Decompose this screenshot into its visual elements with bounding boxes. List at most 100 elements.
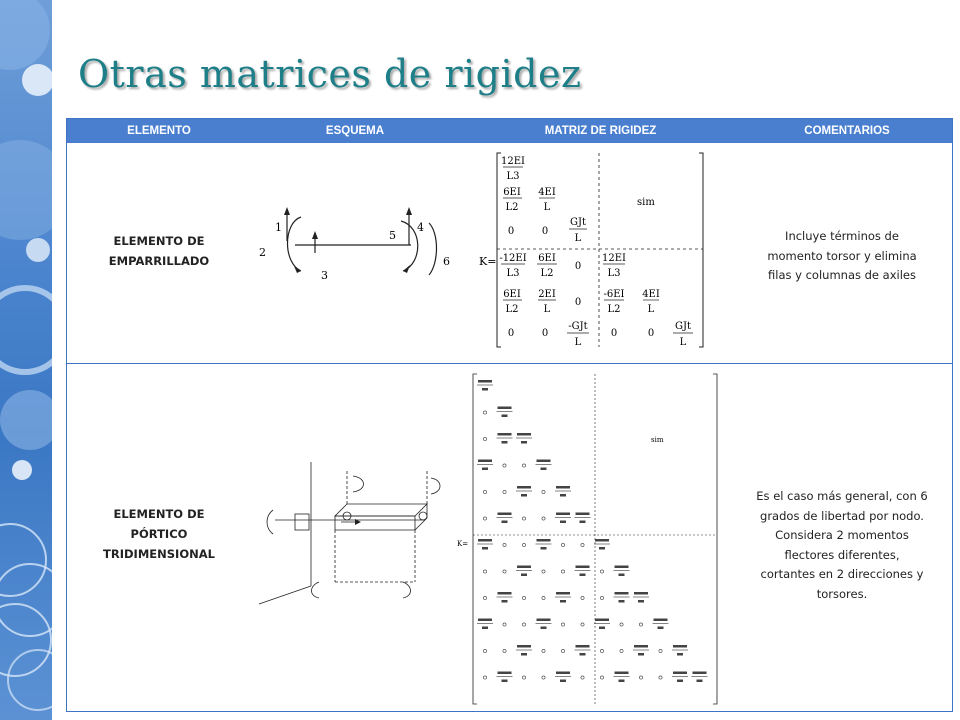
matrix-numerator-mark	[497, 433, 512, 436]
matrix-zero-mark	[483, 675, 487, 680]
matrix-denominator-mark	[638, 600, 644, 603]
matrix-sym: sim	[637, 197, 655, 208]
matrix-numerator-mark	[517, 565, 531, 568]
matrix-cell: L	[680, 337, 687, 348]
matrix-zero-mark	[580, 675, 585, 680]
matrix-cell: 2EI	[538, 289, 556, 300]
matrix-denominator-mark	[501, 414, 508, 417]
matrix-denominator-mark	[482, 467, 488, 470]
matrix-denominator-mark	[482, 547, 488, 550]
matrix-numerator-mark	[595, 618, 609, 621]
matrix-denominator-mark	[521, 653, 527, 656]
matrix-cell: 6EI	[503, 289, 521, 300]
element-name-line: PÓRTICO	[130, 527, 188, 541]
matrix-numerator-mark	[478, 618, 492, 621]
space-frame-scheme	[258, 462, 441, 605]
matrix-numerator-mark	[575, 645, 590, 648]
comment-line: grados de libertad por nodo.	[760, 508, 924, 523]
matrix-numerator-mark	[536, 459, 551, 462]
matrix-denominator-mark	[657, 626, 664, 629]
element-name: ELEMENTO DE EMPARRILLADO	[67, 231, 251, 271]
matrix-numerator-mark	[517, 645, 531, 648]
matrix-zero-mark	[522, 516, 526, 521]
matrix-zero-mark	[639, 675, 643, 680]
matrix-zero-mark	[502, 622, 507, 627]
matrix-numerator-mark	[614, 565, 629, 568]
matrix-zero-mark	[502, 569, 507, 574]
matrix-cell: L3	[506, 268, 519, 279]
matrix-zero-mark	[541, 596, 546, 600]
matrix-numerator-mark	[478, 539, 492, 542]
matrix-denominator-mark	[482, 626, 488, 629]
matrix-zero-mark	[658, 675, 663, 680]
matrix-zero-mark	[600, 569, 604, 574]
matrix-denominator-mark	[579, 573, 586, 576]
matrix-numerator-mark	[614, 671, 629, 674]
matrix-zero-mark	[502, 490, 507, 494]
matrix-zero-mark	[522, 543, 526, 547]
comment-line: Incluye términos de	[785, 229, 899, 243]
matrix-denominator-mark	[677, 679, 683, 682]
comment-line: Es el caso más general, con 6	[756, 489, 928, 503]
matrix-zero-mark	[541, 675, 546, 680]
matrix-denominator-mark	[540, 626, 547, 629]
matrix-numerator-mark	[497, 671, 512, 674]
matrix-cell: L3	[607, 268, 620, 279]
matrix-numerator-mark	[497, 406, 512, 409]
matrix-cell: 0	[575, 261, 581, 272]
matrix-numerator-mark	[575, 565, 590, 568]
matrix-cell: 12EI	[602, 253, 626, 264]
matrix-numerator-mark	[556, 512, 570, 515]
matrix-zero-mark	[580, 622, 585, 627]
matrix-zero-mark	[561, 622, 565, 627]
matrix-numerator-mark	[556, 671, 570, 674]
element-name-line: TRIDIMENSIONAL	[103, 547, 215, 561]
matrix-numerator-mark	[595, 539, 609, 542]
matrix-cell: L	[544, 304, 551, 315]
matrix-numerator-mark	[614, 592, 629, 595]
comment-line: momento torsor y elimina	[767, 248, 917, 263]
header-comments: COMENTARIOS	[804, 125, 890, 137]
matrix-zero-mark	[522, 463, 526, 468]
matrix-zero-mark	[483, 516, 487, 521]
matrix-cell: L3	[506, 171, 519, 182]
matrix-denominator-mark	[579, 653, 586, 656]
matrix-cell: 0	[542, 328, 548, 339]
comment-line: torsores.	[816, 586, 868, 601]
matrix-numerator-mark	[634, 645, 648, 648]
matrix-denominator-mark	[501, 441, 508, 444]
matrix-cell: L	[575, 233, 582, 244]
matrix-zero-mark	[522, 596, 526, 600]
comment-line: Considera 2 momentos	[775, 528, 909, 542]
matrix-denominator-mark	[560, 679, 566, 682]
matrix-cell: L2	[505, 304, 518, 315]
matrix-cell: GJt	[675, 321, 691, 332]
matrix-denominator-mark	[618, 600, 625, 603]
comment-text: Incluye términos de momento torsor y eli…	[742, 227, 942, 286]
element-name-line: EMPARRILLADO	[108, 254, 210, 268]
scheme-label: 6	[443, 255, 450, 268]
grid-element-scheme: 1 2 3 4 5 6	[259, 207, 450, 282]
matrix-denominator-mark	[560, 520, 566, 523]
matrix-cell: 4EI	[538, 187, 556, 198]
matrix-cell: GJt	[570, 217, 586, 228]
matrix-zero-mark	[580, 543, 585, 547]
comment-line: filas y columnas de axiles	[768, 268, 916, 282]
matrix-zero-mark	[502, 463, 507, 468]
matrix-cell: 6EI	[503, 187, 521, 198]
matrix-denominator-mark	[618, 679, 625, 682]
matrix-prefix: K=	[457, 540, 468, 548]
matrix-denominator-mark	[560, 600, 566, 603]
bubble-decoration	[0, 0, 52, 711]
matrix-cell: -12EI	[499, 253, 526, 264]
matrix-cell: 12EI	[501, 156, 525, 167]
matrix-zero-mark	[483, 490, 487, 494]
matrix-denominator-mark	[501, 520, 508, 523]
matrix-denominator-mark	[521, 494, 527, 497]
matrix-numerator-mark	[575, 512, 590, 515]
grid-stiffness-matrix: K= sim 12EI L3 6EI L2 4EI L 0 0 GJt L	[479, 152, 704, 348]
matrix-cell: 0	[648, 328, 654, 339]
matrix-zero-mark	[522, 622, 526, 627]
matrix-numerator-mark	[478, 459, 492, 462]
scheme-label: 3	[321, 269, 328, 282]
